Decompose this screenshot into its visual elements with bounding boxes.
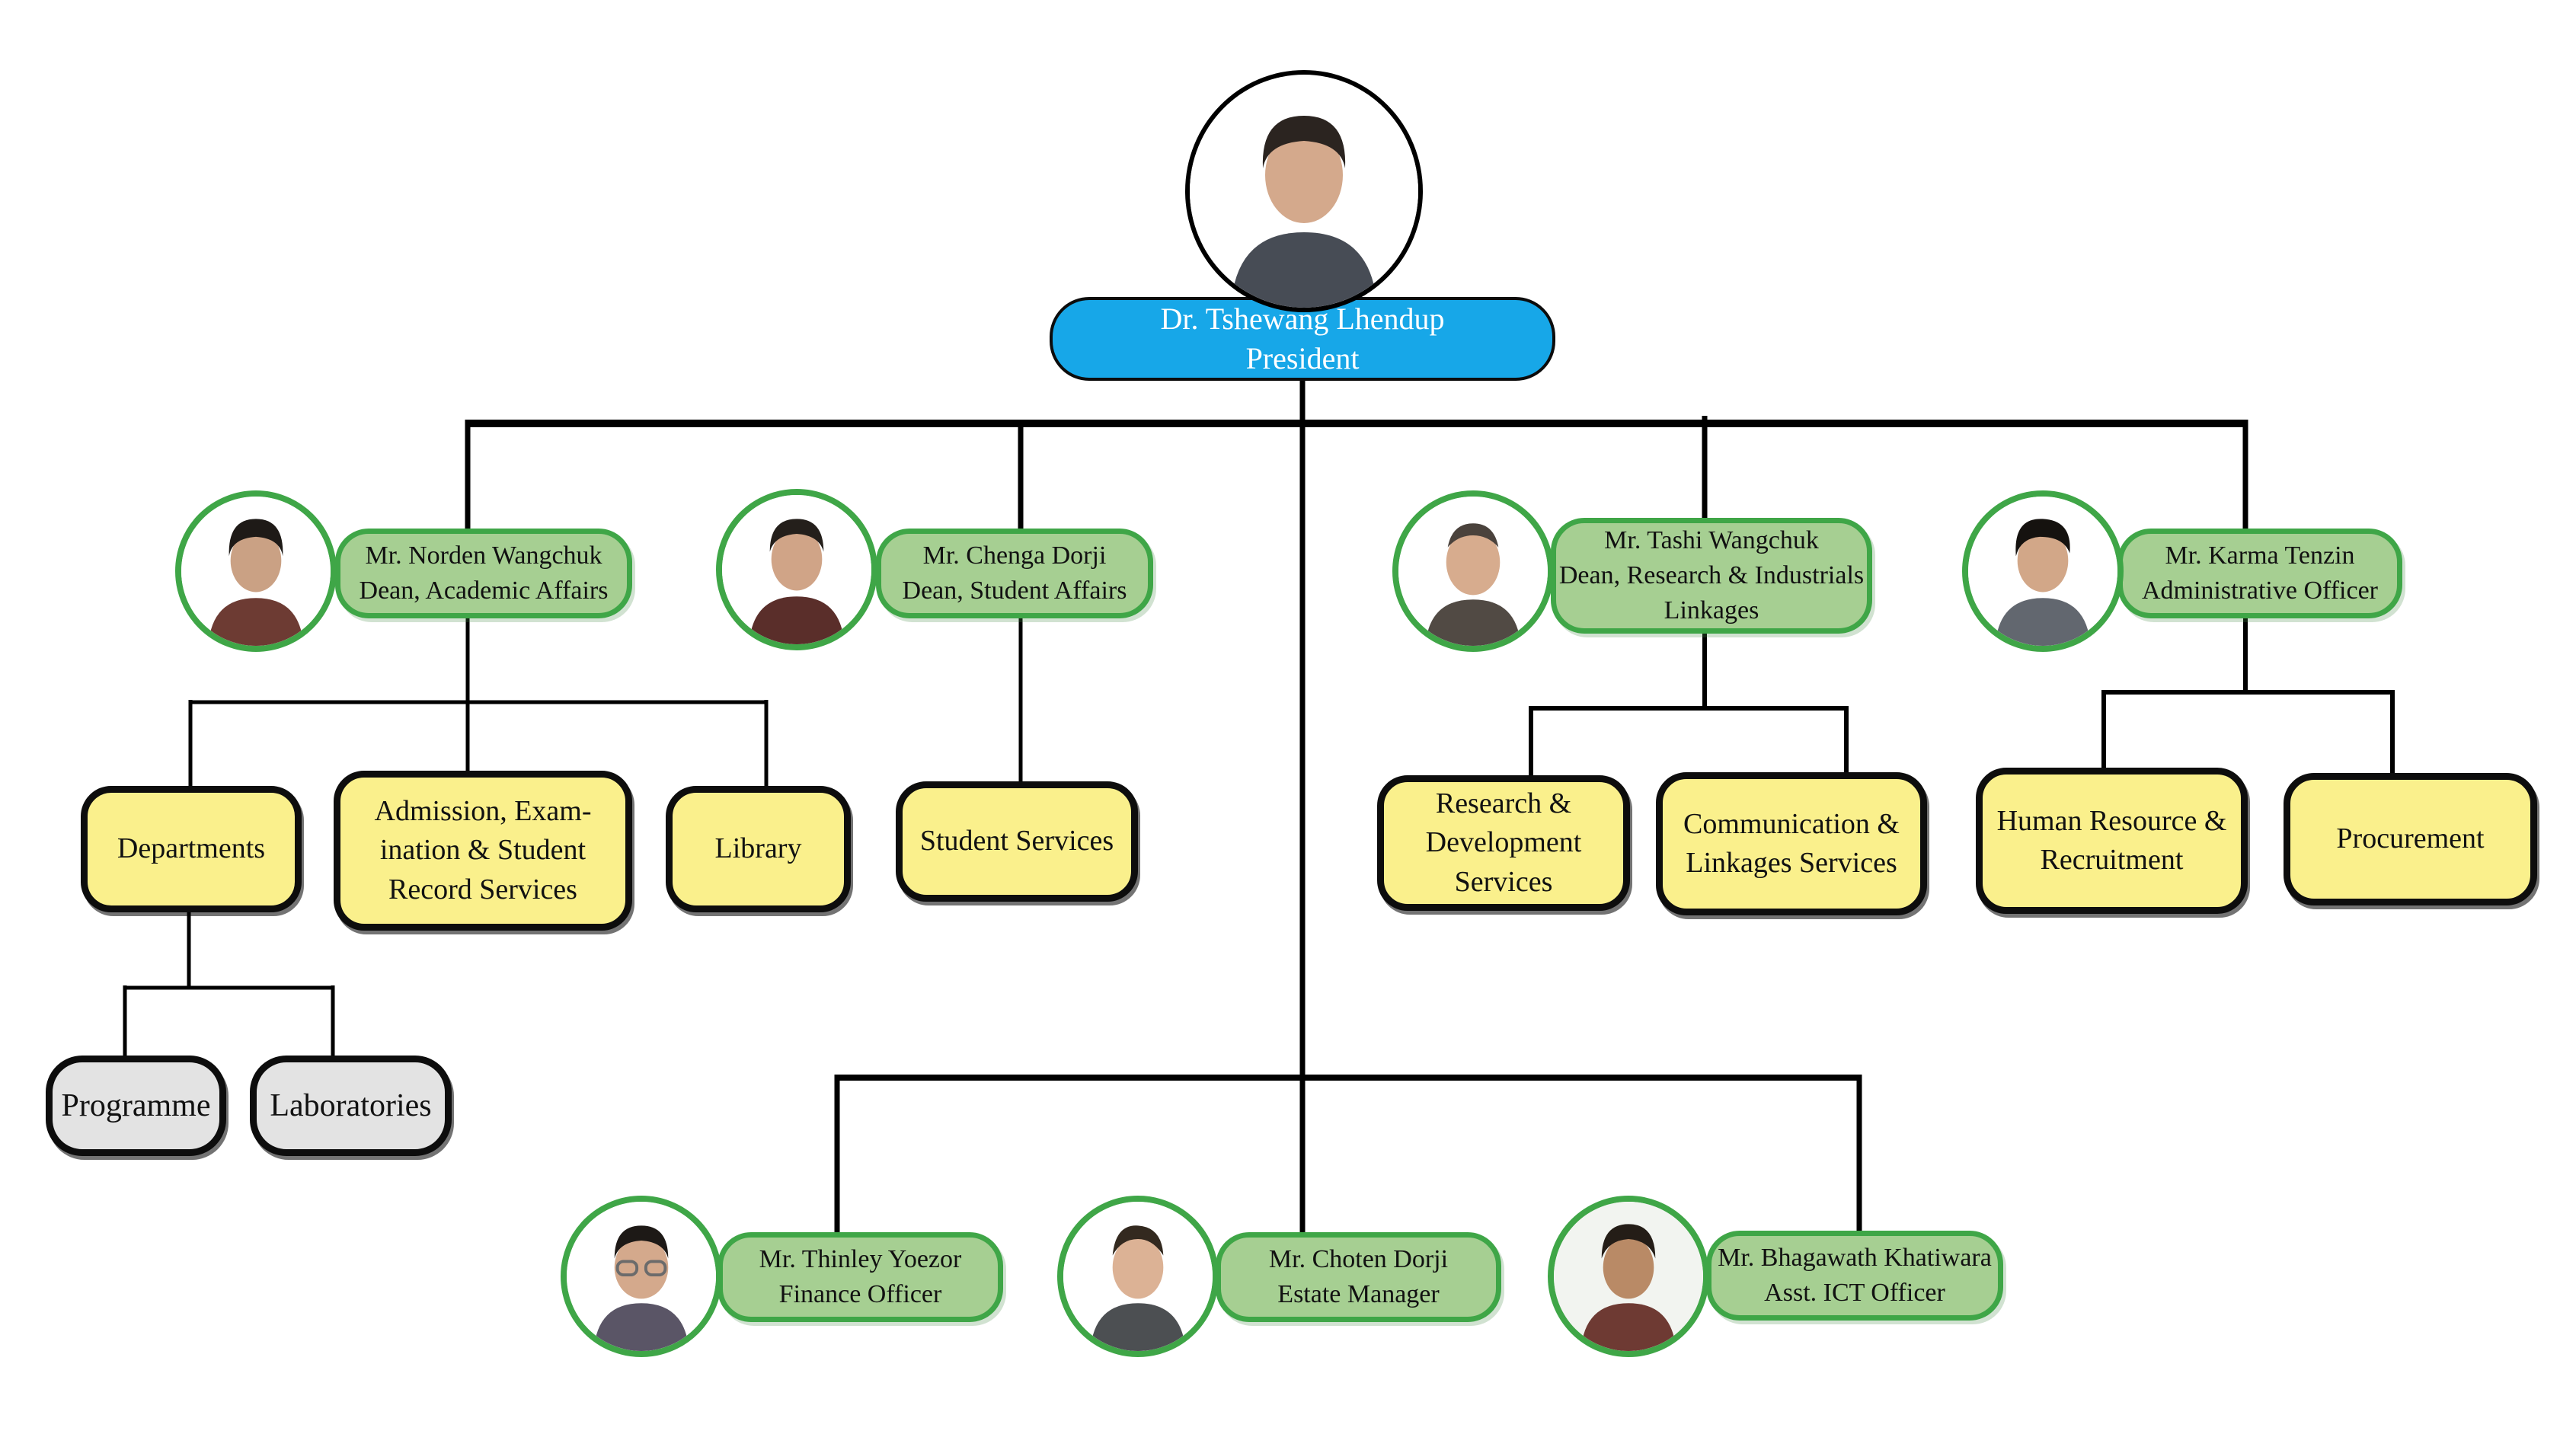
admin-officer-photo (1962, 490, 2124, 652)
unit-label: Human Resource & Recruitment (1996, 804, 2227, 876)
person-name: Mr. Tashi Wangchuk (1604, 526, 1819, 555)
sub-unit-label: Laboratories (270, 1088, 432, 1123)
unit-human-resource-recruitment: Human Resource & Recruitment (1976, 768, 2248, 914)
person-name: Mr. Chenga Dorji (922, 541, 1107, 570)
estate-manager-node: Mr. Choten Dorji Estate Manager (1216, 1232, 1501, 1322)
unit-procurement: Procurement (2284, 773, 2537, 905)
person-title: Dean, Student Affairs (902, 576, 1127, 605)
portrait-photo-icon (1968, 497, 2117, 646)
sub-unit-laboratories: Laboratories (250, 1056, 452, 1156)
person-title: Administrative Officer (2141, 576, 2378, 605)
dean-student-photo (716, 489, 877, 650)
president-photo (1185, 70, 1423, 312)
unit-library: Library (666, 786, 851, 912)
dean-student-node: Mr. Chenga Dorji Dean, Student Affairs (876, 529, 1153, 618)
portrait-photo-icon (722, 495, 871, 644)
person-title: Finance Officer (778, 1280, 942, 1308)
president-title: President (1245, 341, 1360, 375)
unit-communication-linkages-services: Communication & Linkages Services (1656, 772, 1927, 915)
person-name: Mr. Norden Wangchuk (365, 541, 602, 570)
unit-admission-examination-student-record: Admission, Exam- ination & Student Recor… (334, 771, 632, 931)
ict-officer-node: Mr. Bhagawath Khatiwara Asst. ICT Office… (1706, 1231, 2003, 1321)
unit-research-development-services: Research & Development Services (1377, 775, 1630, 911)
portrait-photo-icon (1190, 77, 1418, 308)
person-name: Mr. Bhagawath Khatiwara (1718, 1244, 1992, 1273)
dean-academic-photo (175, 490, 337, 652)
person-title: Dean, Academic Affairs (359, 576, 609, 605)
unit-label: Admission, Exam- ination & Student Recor… (374, 795, 592, 905)
estate-manager-photo (1057, 1196, 1219, 1357)
person-name: Mr. Thinley Yoezor (759, 1245, 962, 1274)
unit-departments: Departments (81, 786, 302, 912)
finance-officer-node: Mr. Thinley Yoezor Finance Officer (718, 1232, 1003, 1322)
person-name: Mr. Choten Dorji (1268, 1245, 1449, 1274)
ict-officer-photo (1548, 1196, 1709, 1357)
person-title: Asst. ICT Officer (1764, 1279, 1945, 1307)
person-title: Dean, Research & Industrials Linkages (1558, 561, 1865, 624)
portrait-photo-icon (1063, 1202, 1213, 1351)
portrait-photo-icon (1554, 1202, 1703, 1351)
portrait-photo-icon (181, 497, 331, 646)
person-title: Estate Manager (1277, 1280, 1440, 1308)
unit-label: Library (714, 832, 802, 865)
unit-label: Research & Development Services (1425, 787, 1582, 898)
finance-officer-photo (561, 1196, 722, 1357)
dean-academic-node: Mr. Norden Wangchuk Dean, Academic Affai… (335, 529, 632, 618)
person-name: Mr. Karma Tenzin (2165, 541, 2355, 570)
portrait-photo-icon (567, 1202, 716, 1351)
unit-label: Communication & Linkages Services (1683, 807, 1900, 879)
sub-unit-programme: Programme (46, 1056, 226, 1156)
unit-student-services: Student Services (896, 781, 1138, 902)
dean-research-node: Mr. Tashi Wangchuk Dean, Research & Indu… (1551, 518, 1872, 634)
admin-officer-node: Mr. Karma Tenzin Administrative Officer (2117, 529, 2402, 618)
unit-label: Departments (117, 832, 266, 865)
portrait-photo-icon (1398, 497, 1548, 646)
unit-label: Procurement (2336, 822, 2485, 855)
dean-research-photo (1392, 490, 1554, 652)
unit-label: Student Services (919, 825, 1114, 858)
sub-unit-label: Programme (61, 1088, 211, 1123)
